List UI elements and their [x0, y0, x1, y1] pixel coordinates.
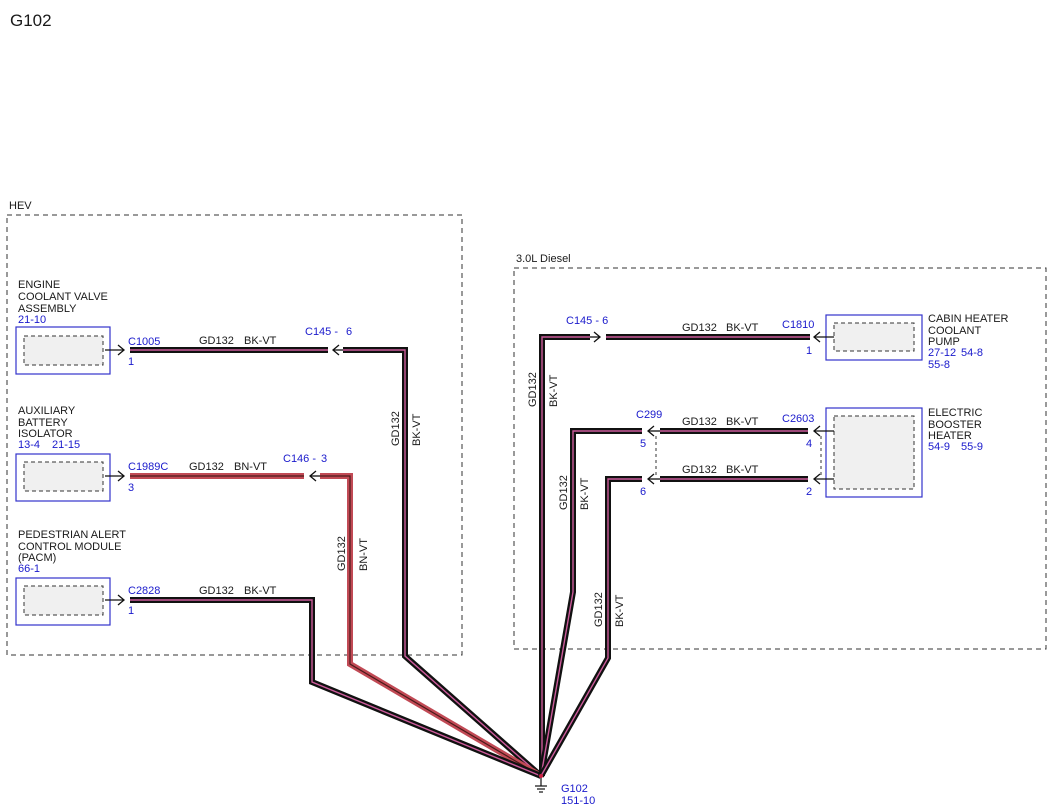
c145-hev-id[interactable]: C145 -	[305, 326, 338, 338]
ground-ref[interactable]: 151-10	[561, 795, 595, 807]
electric-booster-heater-component[interactable]	[825, 407, 923, 498]
ebh-label-3: HEATER	[928, 430, 972, 442]
page-title: G102	[10, 11, 52, 30]
c1005-id[interactable]: C1005	[128, 336, 160, 348]
wire1-circuit: GD132	[199, 335, 234, 347]
ecv-label-1: ENGINE	[18, 279, 60, 291]
wire-c299-6-g102	[538, 476, 642, 778]
c1989c-id[interactable]: C1989C	[128, 461, 168, 473]
chp-label-3: PUMP	[928, 336, 960, 348]
c2828-pin: 1	[128, 605, 134, 617]
pacm-label-1: PEDESTRIAN ALERT	[18, 529, 126, 541]
chp-ref-1[interactable]: 27-12	[928, 347, 956, 359]
ground-icon	[535, 776, 547, 793]
wire2-color: BN-VT	[234, 461, 267, 473]
abi-label-3: ISOLATOR	[18, 428, 73, 440]
c145-diesel-id[interactable]: C145 - 6	[566, 315, 608, 327]
abi-label-1: AUXILIARY	[18, 405, 76, 417]
wire-vert-d2-color: BK-VT	[579, 477, 591, 510]
ebh-ref-2[interactable]: 55-9	[961, 441, 983, 453]
pacm-label-3: (PACM)	[18, 552, 56, 564]
c299-pin-bottom: 6	[640, 486, 646, 498]
wire-vert-hev2-circuit: GD132	[336, 536, 348, 571]
engine-coolant-valve-component[interactable]	[15, 326, 111, 375]
wire-vert-hev2-color: BN-VT	[358, 538, 370, 571]
c299-id[interactable]: C299	[636, 409, 662, 421]
ebh-ref-1[interactable]: 54-9	[928, 441, 950, 453]
wire-diesel-mid-circuit: GD132	[682, 416, 717, 428]
ecv-label-3: ASSEMBLY	[18, 303, 77, 315]
c2828-id[interactable]: C2828	[128, 585, 160, 597]
cabin-heater-pump-component[interactable]	[825, 314, 923, 361]
c146-pin: 3	[321, 453, 327, 465]
wire-vert-d1-circuit: GD132	[527, 372, 539, 407]
wire-vert-d3-color: BK-VT	[614, 594, 626, 627]
c2603-pin-top: 4	[806, 438, 812, 450]
c146-id[interactable]: C146 -	[283, 453, 316, 465]
c1989c-pin: 3	[128, 482, 134, 494]
wire-vert-d1-color: BK-VT	[548, 374, 560, 407]
ebh-label-2: BOOSTER	[928, 419, 982, 431]
wire-c299-5-g102	[538, 428, 642, 777]
wire-diesel-top-color: BK-VT	[726, 322, 759, 334]
pacm-label-2: CONTROL MODULE	[18, 541, 122, 553]
abi-label-2: BATTERY	[18, 417, 68, 429]
wire-vert-d3-circuit: GD132	[593, 592, 605, 627]
c1810-pin: 1	[806, 345, 812, 357]
wire-diesel-bot-color: BK-VT	[726, 464, 759, 476]
c1005-pin: 1	[128, 356, 134, 368]
pacm-component[interactable]	[15, 577, 111, 626]
wire-c145-g102	[343, 347, 543, 779]
diesel-region-label: 3.0L Diesel	[516, 253, 571, 265]
c1810-id[interactable]: C1810	[782, 319, 814, 331]
hev-region	[6, 214, 463, 656]
wire3-color: BK-VT	[244, 585, 277, 597]
wire-diesel-mid-color: BK-VT	[726, 416, 759, 428]
abi-ref-1[interactable]: 13-4	[18, 439, 40, 451]
wire-vert-hev1-color: BK-VT	[411, 413, 423, 446]
ground-id[interactable]: G102	[561, 783, 588, 795]
c145-hev-pin: 6	[346, 326, 352, 338]
chp-label-1: CABIN HEATER	[928, 313, 1009, 325]
wire1-color: BK-VT	[244, 335, 277, 347]
aux-battery-isolator-component[interactable]	[15, 453, 111, 502]
hev-region-label: HEV	[9, 200, 32, 212]
c2603-pin-bottom: 2	[806, 486, 812, 498]
diesel-region	[513, 267, 1047, 650]
c2603-id[interactable]: C2603	[782, 413, 814, 425]
ecv-label-2: COOLANT VALVE	[18, 291, 108, 303]
wire2-circuit: GD132	[189, 461, 224, 473]
chp-label-2: COOLANT	[928, 325, 981, 337]
ecv-ref[interactable]: 21-10	[18, 314, 46, 326]
wire-c2828-g102	[130, 597, 543, 779]
wire-vert-d2-circuit: GD132	[558, 475, 570, 510]
ground-splice-point	[539, 774, 543, 778]
c299-pin-top: 5	[640, 438, 646, 450]
wire3-circuit: GD132	[199, 585, 234, 597]
wire-diesel-bot-circuit: GD132	[682, 464, 717, 476]
chp-ref-3[interactable]: 55-8	[928, 359, 950, 371]
abi-ref-2[interactable]: 21-15	[52, 439, 80, 451]
pacm-ref[interactable]: 66-1	[18, 563, 40, 575]
wire-diesel-top-circuit: GD132	[682, 322, 717, 334]
wire-vert-hev1-circuit: GD132	[390, 411, 402, 446]
ebh-label-1: ELECTRIC	[928, 407, 982, 419]
chp-ref-2[interactable]: 54-8	[961, 347, 983, 359]
